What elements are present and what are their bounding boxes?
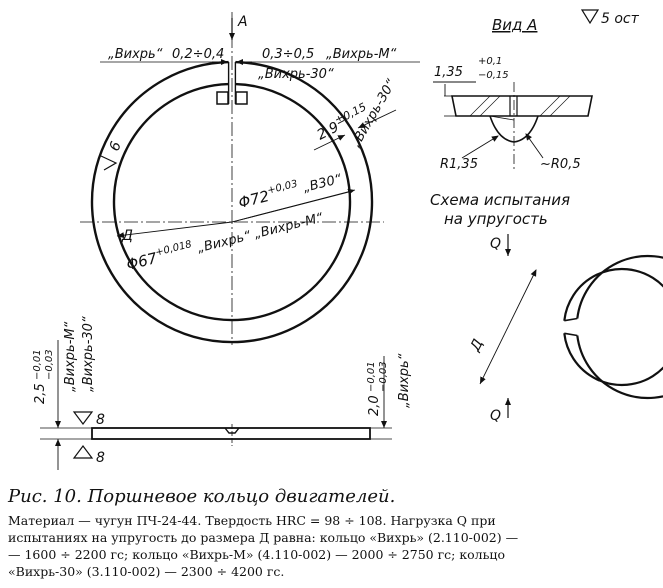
side-roughness-value: 6 xyxy=(107,139,125,153)
gap-label-vihr-30: „Вихрь-30“ xyxy=(258,67,334,82)
height-left-variant-1: „Вихрь-М“ xyxy=(63,321,78,392)
test-ring-outer xyxy=(576,254,663,400)
lock-depth-value: 1,35 xyxy=(434,65,463,80)
ring-plan-view xyxy=(80,12,420,345)
load-label-bottom: Q xyxy=(490,408,501,424)
section-mark-a: A xyxy=(237,14,248,30)
lock-depth-tol-upper: +0,1 xyxy=(478,56,502,67)
gap-label-vihr: „Вихрь“ xyxy=(108,47,163,62)
ring-side-view xyxy=(40,340,392,470)
height-left-variant-2: „Вихрь-30“ xyxy=(81,316,96,392)
test-title-line2: на упругость xyxy=(444,210,548,228)
outer-diameter-label: Φ72+0,03 „В30“ xyxy=(236,168,343,212)
piston-ring-drawing: A „Вихрь“ 0,2÷0,4 0,3÷0,5 „Вихрь-М“ „Вих… xyxy=(32,9,663,470)
height-left-value: 2,5 xyxy=(33,383,48,404)
view-a-label: Вид А xyxy=(492,16,537,34)
test-scheme xyxy=(479,234,663,418)
figure-notes: Материал — чугун ПЧ-24-44. Твердость HRC… xyxy=(8,512,658,580)
inner-d-letter: Д xyxy=(121,228,133,244)
height-right-tol-upper: −0,01 xyxy=(366,361,377,392)
notes-line: — 1600 ÷ 2200 гс; кольцо «Вихрь-М» (4.11… xyxy=(8,547,505,562)
inner-diameter-label: Φ67+0,018 „Вихрь“ „Вихрь-М“ xyxy=(124,207,324,274)
rest-roughness-value: 5 ост xyxy=(601,11,640,27)
lock-edge-radius-label: ~R0,5 xyxy=(540,157,581,172)
test-title-line1: Схема испытания xyxy=(430,191,570,209)
gap-value-vihr: 0,2÷0,4 xyxy=(172,47,224,62)
height-right-variant: „Вихрь“ xyxy=(397,353,412,408)
height-right-tol-lower: −0,03 xyxy=(378,361,389,392)
ring-outer-edge xyxy=(90,60,374,344)
test-ring-inner xyxy=(563,267,663,387)
gap-label-vihr-m: „Вихрь-М“ xyxy=(326,47,397,62)
test-d-label: Д xyxy=(467,337,487,355)
height-left-tol-lower: −0,03 xyxy=(44,349,55,380)
notes-line: испытаниях на упругость до размера Д рав… xyxy=(8,530,519,545)
load-label-top: Q xyxy=(490,236,501,252)
view-a-detail xyxy=(433,81,593,170)
face-roughness-bottom: 8 xyxy=(96,450,105,466)
gap-value-vihr-m: 0,3÷0,5 xyxy=(262,47,314,62)
face-roughness-top: 8 xyxy=(96,412,105,428)
height-left-tol-upper: −0,01 xyxy=(32,349,43,380)
notes-line: «Вихрь-30» (3.110-002) — 2300 ÷ 4200 гс. xyxy=(8,564,285,579)
notes-line: Материал — чугун ПЧ-24-44. Твердость HRC… xyxy=(8,513,496,528)
rest-roughness-mark: 5 ост xyxy=(580,9,640,27)
height-right-value: 2,0 xyxy=(367,395,382,416)
figure-caption: Рис. 10. Поршневое кольцо двигателей. xyxy=(8,486,396,507)
lock-radius-label: R1,35 xyxy=(440,157,478,172)
lock-depth-tol-lower: −0,15 xyxy=(478,70,509,81)
